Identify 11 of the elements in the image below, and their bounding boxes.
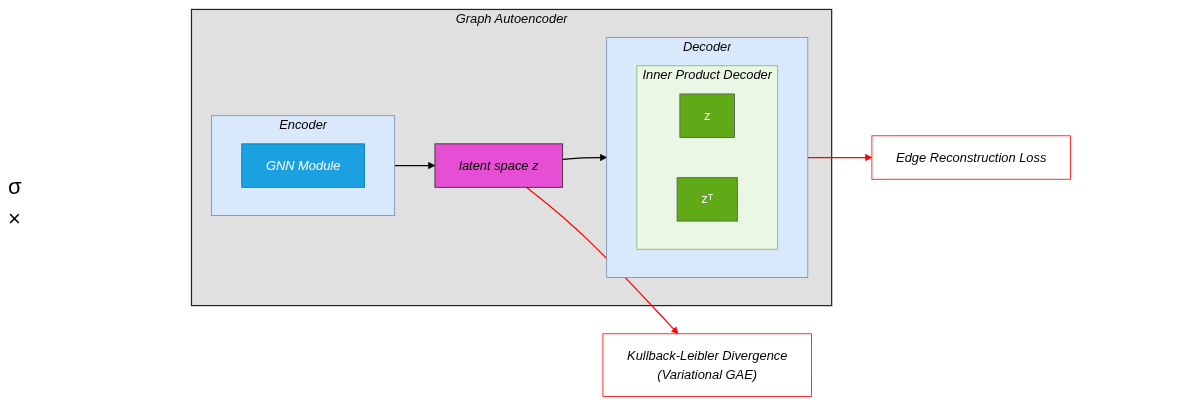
node-box: zᵀ xyxy=(676,176,738,221)
formula-symbol: σ xyxy=(8,173,23,200)
node-box: latent space z xyxy=(434,142,564,188)
node-box: Edge Reconstruction Loss xyxy=(871,134,1071,180)
formula-symbol: × xyxy=(8,205,22,232)
node-box: GNN Module xyxy=(241,142,365,188)
arrow xyxy=(562,153,607,161)
node-box: Kullback-Leibler Divergence (Variational GAE) xyxy=(602,332,812,397)
node-box: z xyxy=(679,93,735,138)
arrow xyxy=(394,161,436,169)
arrow xyxy=(807,153,873,161)
